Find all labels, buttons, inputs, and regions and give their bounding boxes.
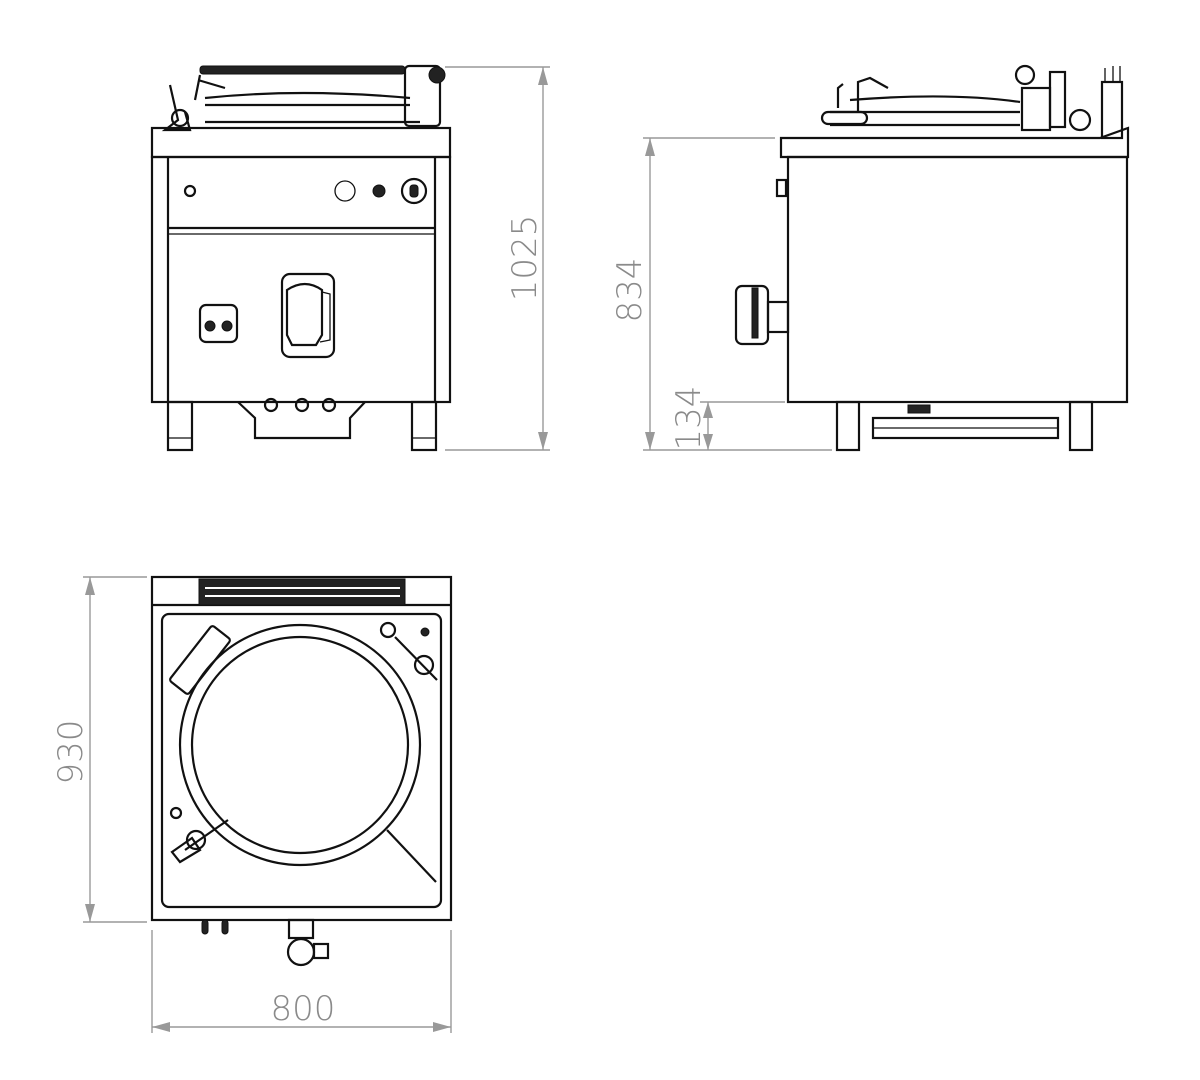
dimension-label-800: 800	[271, 989, 336, 1029]
side-view	[734, 64, 1130, 452]
dimension-134: 134	[669, 386, 785, 451]
dimension-label-1025: 1025	[505, 215, 545, 302]
dimension-1025: 1025	[445, 66, 550, 451]
dimension-label-930: 930	[51, 720, 91, 785]
dimension-label-134: 134	[669, 386, 709, 451]
dimension-930: 930	[51, 576, 147, 923]
front-view	[150, 64, 452, 452]
dimension-834: 834	[610, 137, 832, 451]
dimension-label-834: 834	[610, 258, 650, 323]
dimension-800: 800	[151, 930, 452, 1033]
top-view	[150, 575, 453, 967]
